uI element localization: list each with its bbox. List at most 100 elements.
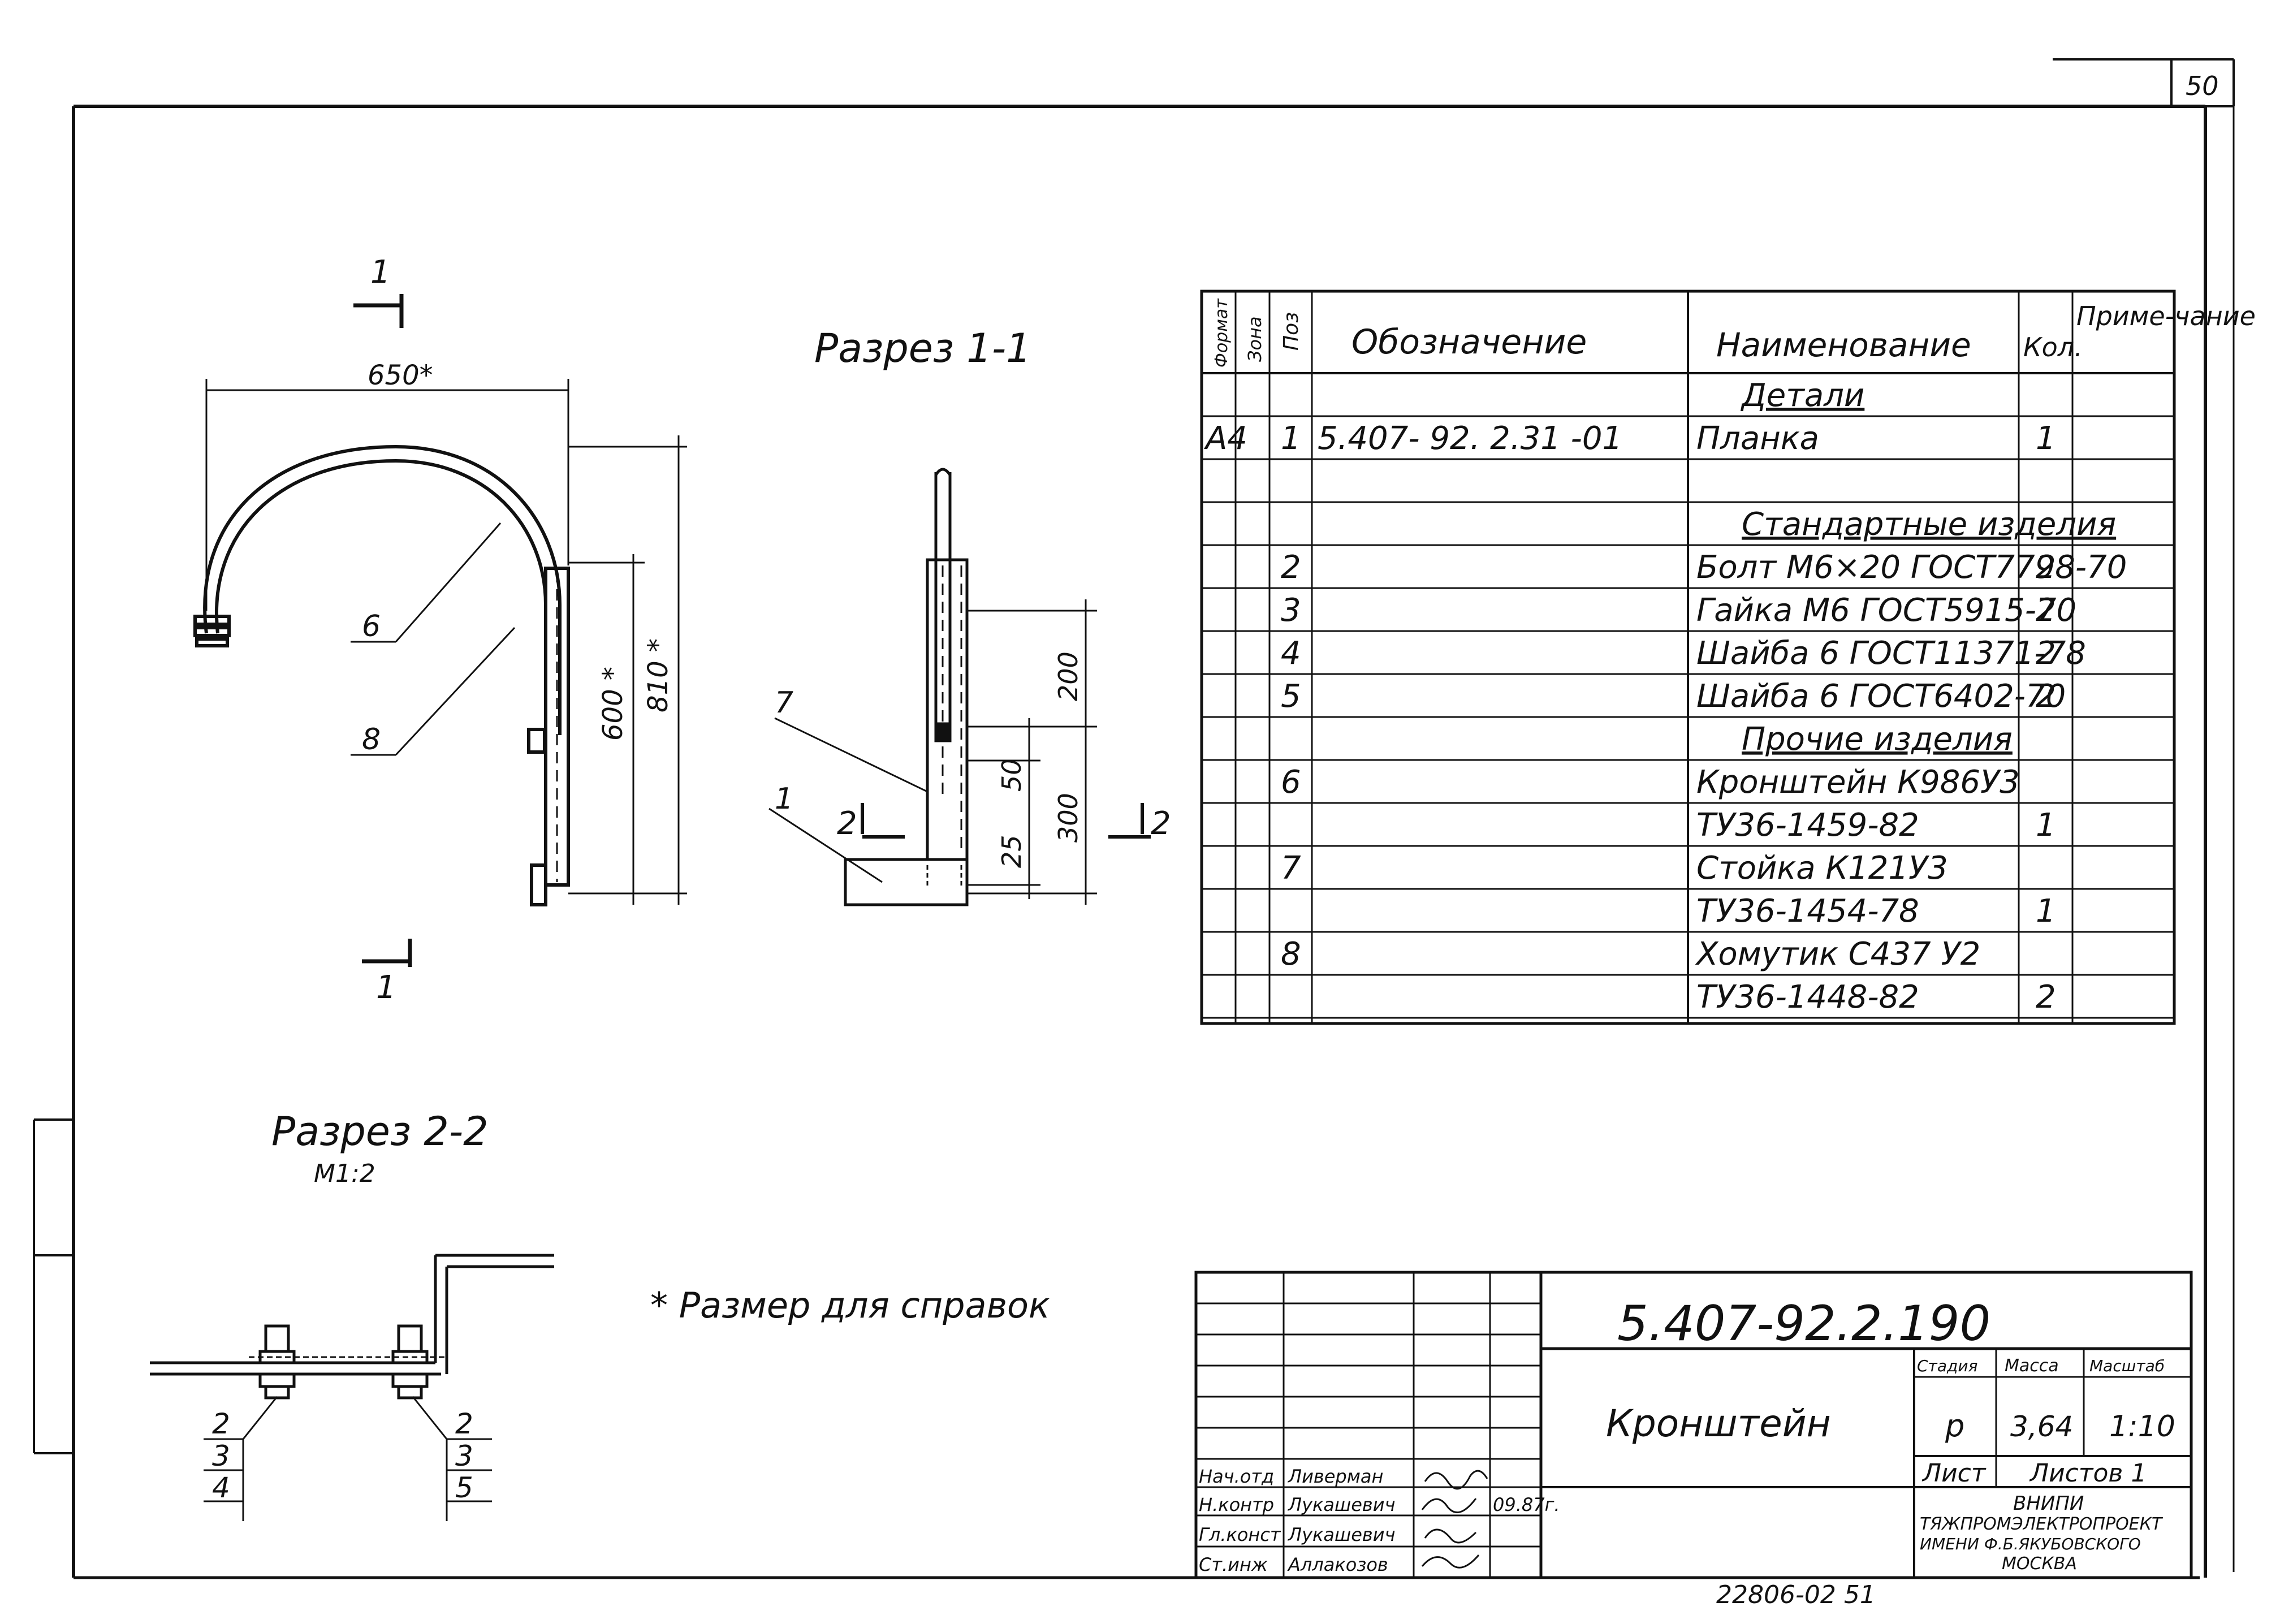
spec-cell-format: А4 bbox=[1204, 420, 1247, 457]
org-line-2: ТЯЖПРОМЭЛЕКТРОПРОЕКТ bbox=[1920, 1514, 2164, 1534]
section-2-view bbox=[150, 1254, 554, 1400]
spec-cell-pos: 3 bbox=[1281, 592, 1301, 629]
footer-code: 22806-02 51 bbox=[1716, 1580, 1876, 1609]
spec-cell-name: Стандартные изделия bbox=[1742, 506, 2116, 543]
spec-header-format: Формат bbox=[1212, 298, 1232, 368]
leaders-section-1 bbox=[768, 717, 928, 883]
bracket-main-view bbox=[193, 444, 570, 906]
signatures bbox=[1421, 1470, 1488, 1569]
staff-role: Гл.конст bbox=[1199, 1524, 1281, 1545]
spec-cell-name: Гайка М6 ГОСТ5915-70 bbox=[1696, 592, 2076, 629]
title-sheet-label: Лист bbox=[1921, 1459, 1987, 1488]
spec-cell-name: ТУ36-1459-82 bbox=[1696, 807, 1919, 844]
spec-cell-name: Прочие изделия bbox=[1742, 721, 2013, 758]
title-item-name: Кронштейн bbox=[1606, 1402, 1831, 1445]
spec-cell-name: Детали bbox=[1740, 377, 1864, 414]
title-stage: р bbox=[1945, 1408, 1964, 1444]
section-2-leaders bbox=[204, 1396, 492, 1521]
spec-cell-name: Планка bbox=[1696, 420, 1819, 457]
title-col-scale: Масштаб bbox=[2089, 1357, 2165, 1375]
staff-role: Нач.отд bbox=[1199, 1466, 1274, 1487]
section-1-title: Разрез 1-1 bbox=[814, 325, 1031, 372]
title-col-mass: Масса bbox=[2005, 1356, 2059, 1376]
dim-25: 25 bbox=[996, 835, 1027, 868]
cut-mark-2-left-label: 2 bbox=[837, 805, 857, 842]
spec-cell-qty: 1 bbox=[2036, 807, 2056, 844]
spec-cell-designation: 5.407- 92. 2.31 -01 bbox=[1318, 420, 1622, 457]
spec-cell-name: Болт М6×20 ГОСТ7798-70 bbox=[1696, 549, 2127, 586]
section-1-view bbox=[844, 468, 969, 906]
staff-role: Ст.инж bbox=[1199, 1554, 1268, 1575]
staff-name: Лукашевич bbox=[1288, 1524, 1395, 1545]
dim-height-bracket: 600 * bbox=[597, 667, 629, 741]
spec-cell-qty: 2 bbox=[2036, 592, 2056, 629]
dim-300: 300 bbox=[1053, 793, 1083, 843]
reference-note: * Размер для справок bbox=[650, 1285, 1050, 1326]
dim-200: 200 bbox=[1053, 651, 1083, 701]
staff-name: Лукашевич bbox=[1288, 1494, 1395, 1515]
spec-cell-name: Шайба 6 ГОСТ11371-78 bbox=[1696, 635, 2086, 672]
spec-cell-qty: 1 bbox=[2036, 893, 2056, 930]
cut-mark-1-top-label: 1 bbox=[370, 254, 391, 291]
title-mass: 3,64 bbox=[2010, 1410, 2073, 1443]
callout-8: 8 bbox=[362, 723, 381, 757]
callout-6: 6 bbox=[362, 610, 381, 643]
spec-cell-qty: 2 bbox=[2036, 635, 2056, 672]
spec-cell-qty: 2 bbox=[2036, 678, 2056, 715]
section-2-title: Разрез 2-2 bbox=[271, 1108, 489, 1155]
spec-cell-name: Кронштейн К986У3 bbox=[1696, 764, 2020, 801]
spec-cell-name: Шайба 6 ГОСТ6402-70 bbox=[1696, 678, 2066, 715]
s2-left-callout-4: 4 bbox=[212, 1471, 230, 1504]
staff-name: Ливерман bbox=[1288, 1466, 1383, 1487]
staff-role: Н.контр bbox=[1199, 1494, 1274, 1515]
spec-header-qty: Кол. bbox=[2023, 332, 2083, 362]
spec-cell-qty: 1 bbox=[2036, 420, 2056, 457]
cut-mark-2-right-label: 2 bbox=[1151, 805, 1171, 842]
staff-date: 09.87г. bbox=[1493, 1494, 1560, 1515]
s2-left-callout-2: 2 bbox=[212, 1407, 230, 1440]
spec-header-designation: Обозначение bbox=[1351, 322, 1587, 362]
dim-50: 50 bbox=[996, 758, 1027, 792]
cut-mark-1-bottom-label: 1 bbox=[376, 969, 396, 1006]
title-sheets-label: Листов 1 bbox=[2029, 1459, 2147, 1488]
dim-height-total: 810 * bbox=[642, 638, 674, 712]
spec-header-pos: Поз bbox=[1280, 312, 1303, 351]
title-col-stage: Стадия bbox=[1917, 1357, 1977, 1375]
spec-cell-name: ТУ36-1448-82 bbox=[1696, 979, 1919, 1016]
s2-left-callout-3: 3 bbox=[212, 1440, 230, 1472]
s2-right-callout-5: 5 bbox=[455, 1471, 473, 1504]
sheet-frame bbox=[33, 58, 2235, 1579]
spec-header-zone: Зона bbox=[1244, 316, 1266, 362]
spec-table-grid bbox=[1200, 290, 2176, 1025]
leaders-main bbox=[351, 522, 516, 756]
spec-cell-name: Хомутик С437 У2 bbox=[1695, 936, 1980, 973]
s2-right-callout-2: 2 bbox=[455, 1407, 473, 1440]
spec-cell-qty: 2 bbox=[2036, 979, 2056, 1016]
spec-cell-pos: 5 bbox=[1281, 678, 1301, 715]
title-block-grid bbox=[1194, 1271, 2193, 1579]
spec-cell-pos: 2 bbox=[1281, 549, 1301, 586]
spec-cell-pos: 4 bbox=[1281, 635, 1301, 672]
org-line-4: МОСКВА bbox=[2002, 1554, 2077, 1574]
spec-header-note: Приме-чание bbox=[2076, 301, 2256, 331]
org-line-3: ИМЕНИ Ф.Б.ЯКУБОВСКОГО bbox=[1920, 1535, 2141, 1553]
cut-mark-2 bbox=[861, 803, 1151, 839]
cut-mark-1 bbox=[353, 294, 412, 967]
callout-1: 1 bbox=[775, 782, 793, 816]
spec-header-name: Наименование bbox=[1716, 326, 1971, 364]
spec-cell-name: ТУ36-1454-78 bbox=[1696, 893, 1919, 930]
sheet-number: 50 bbox=[2186, 71, 2219, 101]
staff-name: Аллакозов bbox=[1287, 1554, 1388, 1575]
spec-cell-qty: 2 bbox=[2036, 549, 2056, 586]
section-1-dimensions bbox=[967, 599, 1097, 905]
section-2-scale: М1:2 bbox=[314, 1159, 375, 1188]
spec-cell-pos: 6 bbox=[1281, 764, 1301, 801]
title-doc-number: 5.407-92.2.190 bbox=[1617, 1295, 1990, 1352]
org-line-1: ВНИПИ bbox=[2013, 1492, 2084, 1515]
title-scale: 1:10 bbox=[2109, 1410, 2175, 1444]
spec-cell-name: Стойка К121У3 bbox=[1696, 850, 1948, 887]
dim-width: 650* bbox=[368, 360, 433, 391]
